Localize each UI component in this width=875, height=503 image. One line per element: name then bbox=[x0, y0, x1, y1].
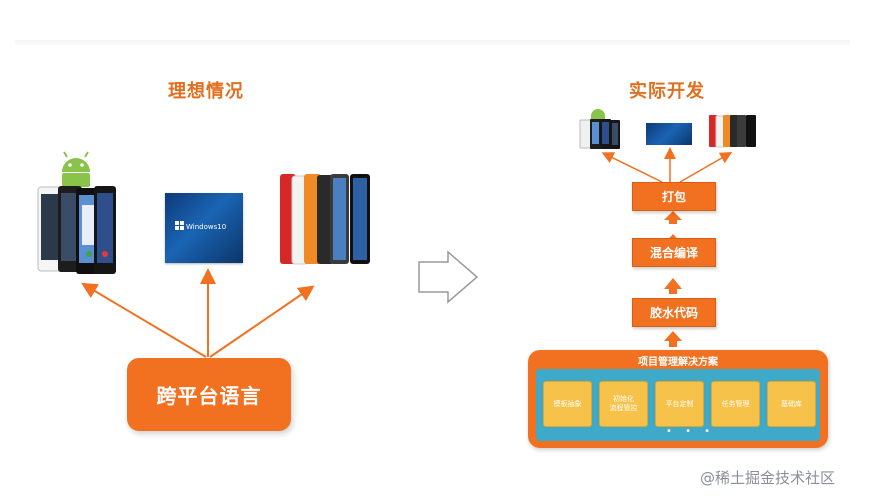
up-arrow-icon-2 bbox=[664, 278, 682, 294]
step-package: 打包 bbox=[632, 182, 716, 211]
android-phones-image bbox=[37, 151, 116, 274]
up-arrow-icon-3 bbox=[664, 211, 682, 224]
transition-arrow-icon bbox=[418, 250, 479, 304]
windows-logo-icon bbox=[175, 221, 184, 230]
iphones-image bbox=[280, 174, 370, 265]
step-glue-code: 胶水代码 bbox=[632, 298, 716, 327]
watermark-text: @稀土掘金技术社区 bbox=[700, 469, 836, 487]
ideal-case-heading: 理想情况 bbox=[168, 81, 244, 102]
actual-dev-heading: 实际开发 bbox=[629, 81, 705, 102]
windows-logo-text: Windows10 bbox=[186, 223, 227, 231]
iphones-small-image bbox=[709, 115, 756, 148]
solution-title: 项目管理解决方案 bbox=[638, 357, 718, 368]
arrow-to-ios-small bbox=[679, 152, 733, 183]
android-logo-icon bbox=[62, 151, 90, 187]
arrow-to-android-small bbox=[601, 152, 663, 183]
solution-modules-panel: 模板抽象 初始化 流程管控 平台定制 任务管理 基础库 • • • bbox=[536, 369, 820, 441]
module-task-management: 任务管理 bbox=[711, 381, 760, 427]
cross-platform-language-box: 跨平台语言 bbox=[127, 358, 291, 431]
more-dots: • • • bbox=[666, 426, 716, 437]
step-hybrid-compile: 混合编译 bbox=[632, 238, 716, 267]
windows-device-image: Windows10 bbox=[165, 193, 243, 263]
module-init-flow-control: 初始化 流程管控 bbox=[599, 381, 648, 427]
project-management-solution-box: 项目管理解决方案 模板抽象 初始化 流程管控 平台定制 任务管理 基础库 • •… bbox=[528, 350, 828, 448]
slide-top-shadow bbox=[15, 40, 850, 48]
android-phones-small-image bbox=[579, 109, 620, 149]
arrow-to-android bbox=[81, 282, 207, 358]
module-base-library: 基础库 bbox=[767, 381, 816, 427]
up-arrow-icon-4 bbox=[664, 331, 682, 347]
arrow-to-ios bbox=[209, 285, 315, 358]
windows-device-small-image bbox=[646, 123, 692, 145]
module-template-abstraction: 模板抽象 bbox=[543, 381, 592, 427]
module-platform-customization: 平台定制 bbox=[655, 381, 704, 427]
